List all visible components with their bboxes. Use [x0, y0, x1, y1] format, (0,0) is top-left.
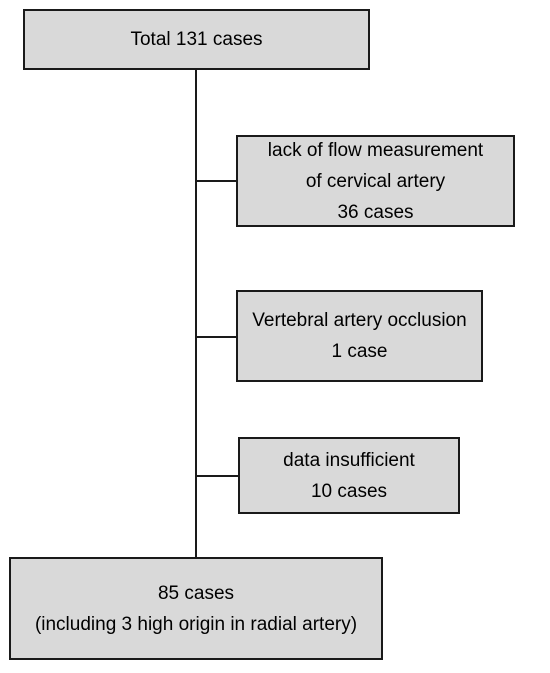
exclusion-connector-1 [196, 180, 237, 182]
final-cases-note: (including 3 high origin in radial arter… [34, 613, 358, 635]
exclusion-3-line-1: data insufficient [283, 449, 415, 471]
final-cases-box: 85 cases (including 3 high origin in rad… [9, 557, 383, 660]
total-cases-box: Total 131 cases [23, 9, 370, 70]
exclusion-box-vertebral-occlusion: Vertebral artery occlusion 1 case [236, 290, 483, 382]
total-cases-text: Total 131 cases [130, 29, 263, 50]
exclusion-box-no-flow-measurement: lack of flow measurement of cervical art… [236, 135, 515, 227]
final-cases-count: 85 cases [157, 582, 235, 604]
exclusion-box-data-insufficient: data insufficient 10 cases [238, 437, 460, 514]
exclusion-2-line-1: Vertebral artery occlusion [252, 310, 467, 331]
exclusion-1-line-2: of cervical artery [305, 170, 446, 192]
exclusion-1-count: 36 cases [337, 201, 414, 223]
exclusion-2-count: 1 case [331, 341, 388, 362]
exclusion-3-count: 10 cases [310, 480, 388, 502]
exclusion-connector-2 [196, 336, 237, 338]
main-connector-line [195, 70, 197, 557]
exclusion-connector-3 [196, 475, 239, 477]
exclusion-1-line-1: lack of flow measurement [267, 139, 484, 161]
